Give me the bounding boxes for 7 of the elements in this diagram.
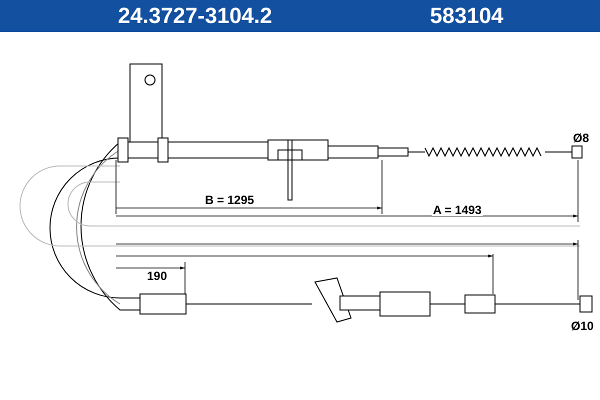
dimension-label: 190 — [146, 270, 168, 282]
reference-number: 583104 — [430, 5, 504, 27]
dimension-label: A = 1493 — [432, 204, 483, 216]
diameter-label: Ø10 — [570, 320, 595, 332]
dimension-label: B = 1295 — [204, 194, 256, 206]
diameter-label: Ø8 — [572, 132, 590, 144]
part-number: 24.3727-3104.2 — [118, 5, 272, 27]
